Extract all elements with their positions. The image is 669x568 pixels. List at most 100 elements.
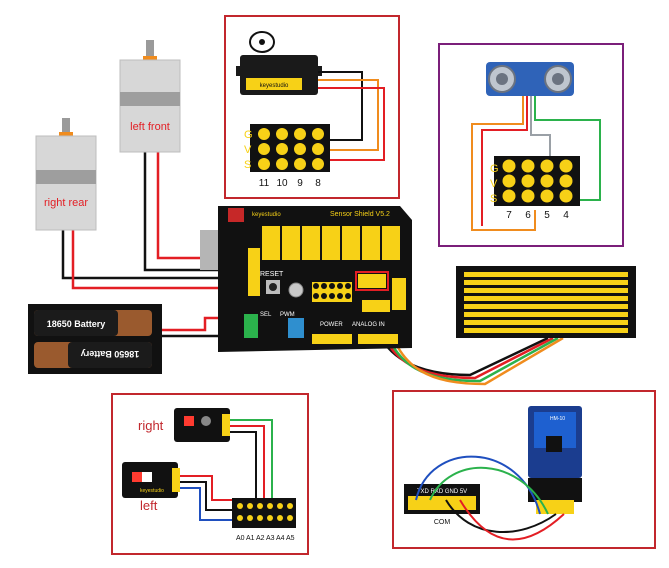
shield-header-block bbox=[342, 226, 360, 260]
right-rear-motor: right rear bbox=[35, 118, 97, 231]
servo-pin-9: 9 bbox=[297, 178, 303, 189]
analog-pin-a4: A4 bbox=[276, 535, 285, 542]
header-pin bbox=[337, 293, 343, 299]
matrix-row bbox=[464, 312, 628, 317]
reset-label: RESET bbox=[260, 271, 284, 278]
header-pin bbox=[237, 503, 243, 509]
header-pin bbox=[313, 283, 319, 289]
matrix-row bbox=[464, 272, 628, 277]
header-pin bbox=[502, 159, 516, 173]
header-pin bbox=[345, 283, 351, 289]
battery-bottom-label: 18650 Battery bbox=[81, 349, 140, 359]
ultrasonic-header: G V S 7 6 5 4 bbox=[490, 156, 580, 221]
servo-pin-11: 11 bbox=[259, 178, 270, 189]
header-pin bbox=[329, 283, 335, 289]
header-pin bbox=[312, 128, 324, 140]
module-name: HM-10 bbox=[550, 416, 565, 422]
bt-com-label: COM bbox=[434, 519, 451, 526]
shield-header-block bbox=[362, 226, 380, 260]
shield-header-block bbox=[302, 226, 320, 260]
servo-pin-10: 10 bbox=[276, 178, 288, 189]
header-pin bbox=[521, 159, 535, 173]
ultra-row-v: V bbox=[490, 178, 498, 190]
shield-header-block bbox=[382, 226, 400, 260]
ultra-row-s: S bbox=[490, 193, 497, 205]
header-pin bbox=[267, 503, 273, 509]
header-pin bbox=[559, 174, 573, 188]
header-pin bbox=[521, 189, 535, 203]
header-pin bbox=[276, 128, 288, 140]
header-pin bbox=[540, 189, 554, 203]
servo-header: G V S 11 10 9 8 bbox=[244, 124, 330, 189]
left-label: left bbox=[140, 498, 158, 513]
left-sensor: keyestudio bbox=[122, 462, 180, 498]
analog-pin-labels: A0A1A2A3A4A5 bbox=[236, 535, 295, 542]
servo-box bbox=[224, 15, 400, 199]
header-pin bbox=[312, 143, 324, 155]
header-pin bbox=[329, 293, 335, 299]
servo: keyestudio bbox=[236, 31, 322, 95]
left-front-motor: left front bbox=[119, 40, 181, 153]
header-pin bbox=[267, 515, 273, 521]
bt-header-label: TXD RXD GND 5V bbox=[417, 489, 467, 495]
bluetooth-module: HM-10 bbox=[528, 406, 582, 514]
sel-label: SEL bbox=[260, 312, 272, 318]
power-terminal bbox=[288, 318, 304, 338]
header-pin bbox=[247, 515, 253, 521]
shield-header-block bbox=[282, 226, 300, 260]
ultra-pin-4: 4 bbox=[563, 210, 569, 221]
analog-pin-a2: A2 bbox=[256, 535, 265, 542]
header-pin bbox=[287, 503, 293, 509]
battery-pack: 18650 Battery 18650 Battery bbox=[28, 304, 162, 374]
header-pin bbox=[277, 503, 283, 509]
right-sensor bbox=[174, 408, 230, 442]
left-front-label: left front bbox=[130, 121, 170, 133]
sensor-shield: keyestudio Sensor Shield V5.2 RESET SEL … bbox=[200, 206, 412, 352]
header-pin bbox=[559, 159, 573, 173]
header-pin bbox=[312, 158, 324, 170]
header-pin bbox=[540, 174, 554, 188]
header-pin bbox=[257, 515, 263, 521]
matrix-row bbox=[464, 280, 628, 285]
reset-button bbox=[269, 283, 277, 291]
header-pin bbox=[313, 293, 319, 299]
battery-top-label: 18650 Battery bbox=[47, 319, 106, 329]
left-sensor-brand: keyestudio bbox=[140, 488, 164, 494]
line-tracking-box bbox=[111, 393, 309, 555]
header-pin bbox=[276, 143, 288, 155]
ultrasonic-sensor bbox=[486, 62, 574, 96]
servo-row-g: G bbox=[244, 129, 253, 141]
servo-row-s: S bbox=[244, 159, 251, 171]
matrix-row bbox=[464, 304, 628, 309]
header-pin bbox=[502, 174, 516, 188]
reset-top-button bbox=[228, 208, 244, 222]
matrix-row bbox=[464, 288, 628, 293]
header-pin bbox=[287, 515, 293, 521]
matrix-row bbox=[464, 328, 628, 333]
ultrasonic-box bbox=[438, 43, 624, 247]
servo-row-v: V bbox=[244, 144, 252, 156]
servo-brand: keyestudio bbox=[260, 83, 289, 89]
right-rear-label: right rear bbox=[44, 197, 88, 209]
analog-label: ANALOG IN bbox=[352, 322, 385, 328]
right-label: right bbox=[138, 418, 164, 433]
header-pin bbox=[257, 503, 263, 509]
matrix-row bbox=[464, 320, 628, 325]
header-pin bbox=[258, 128, 270, 140]
header-pin bbox=[276, 158, 288, 170]
analog-pin-a3: A3 bbox=[266, 535, 275, 542]
header-pin bbox=[294, 158, 306, 170]
right-rear-wire-black bbox=[61, 230, 250, 280]
right-rear-wire-red bbox=[71, 230, 250, 290]
pwm-label: PWM bbox=[280, 312, 295, 318]
header-pin bbox=[247, 503, 253, 509]
ultra-row-g: G bbox=[490, 163, 499, 175]
header-pin bbox=[294, 143, 306, 155]
analog-pin-a0: A0 bbox=[236, 535, 245, 542]
header-pin bbox=[258, 143, 270, 155]
header-pin bbox=[521, 174, 535, 188]
header-pin bbox=[321, 293, 327, 299]
shield-left-header-block bbox=[248, 248, 260, 296]
bt-header: TXD RXD GND 5V COM bbox=[404, 484, 480, 526]
